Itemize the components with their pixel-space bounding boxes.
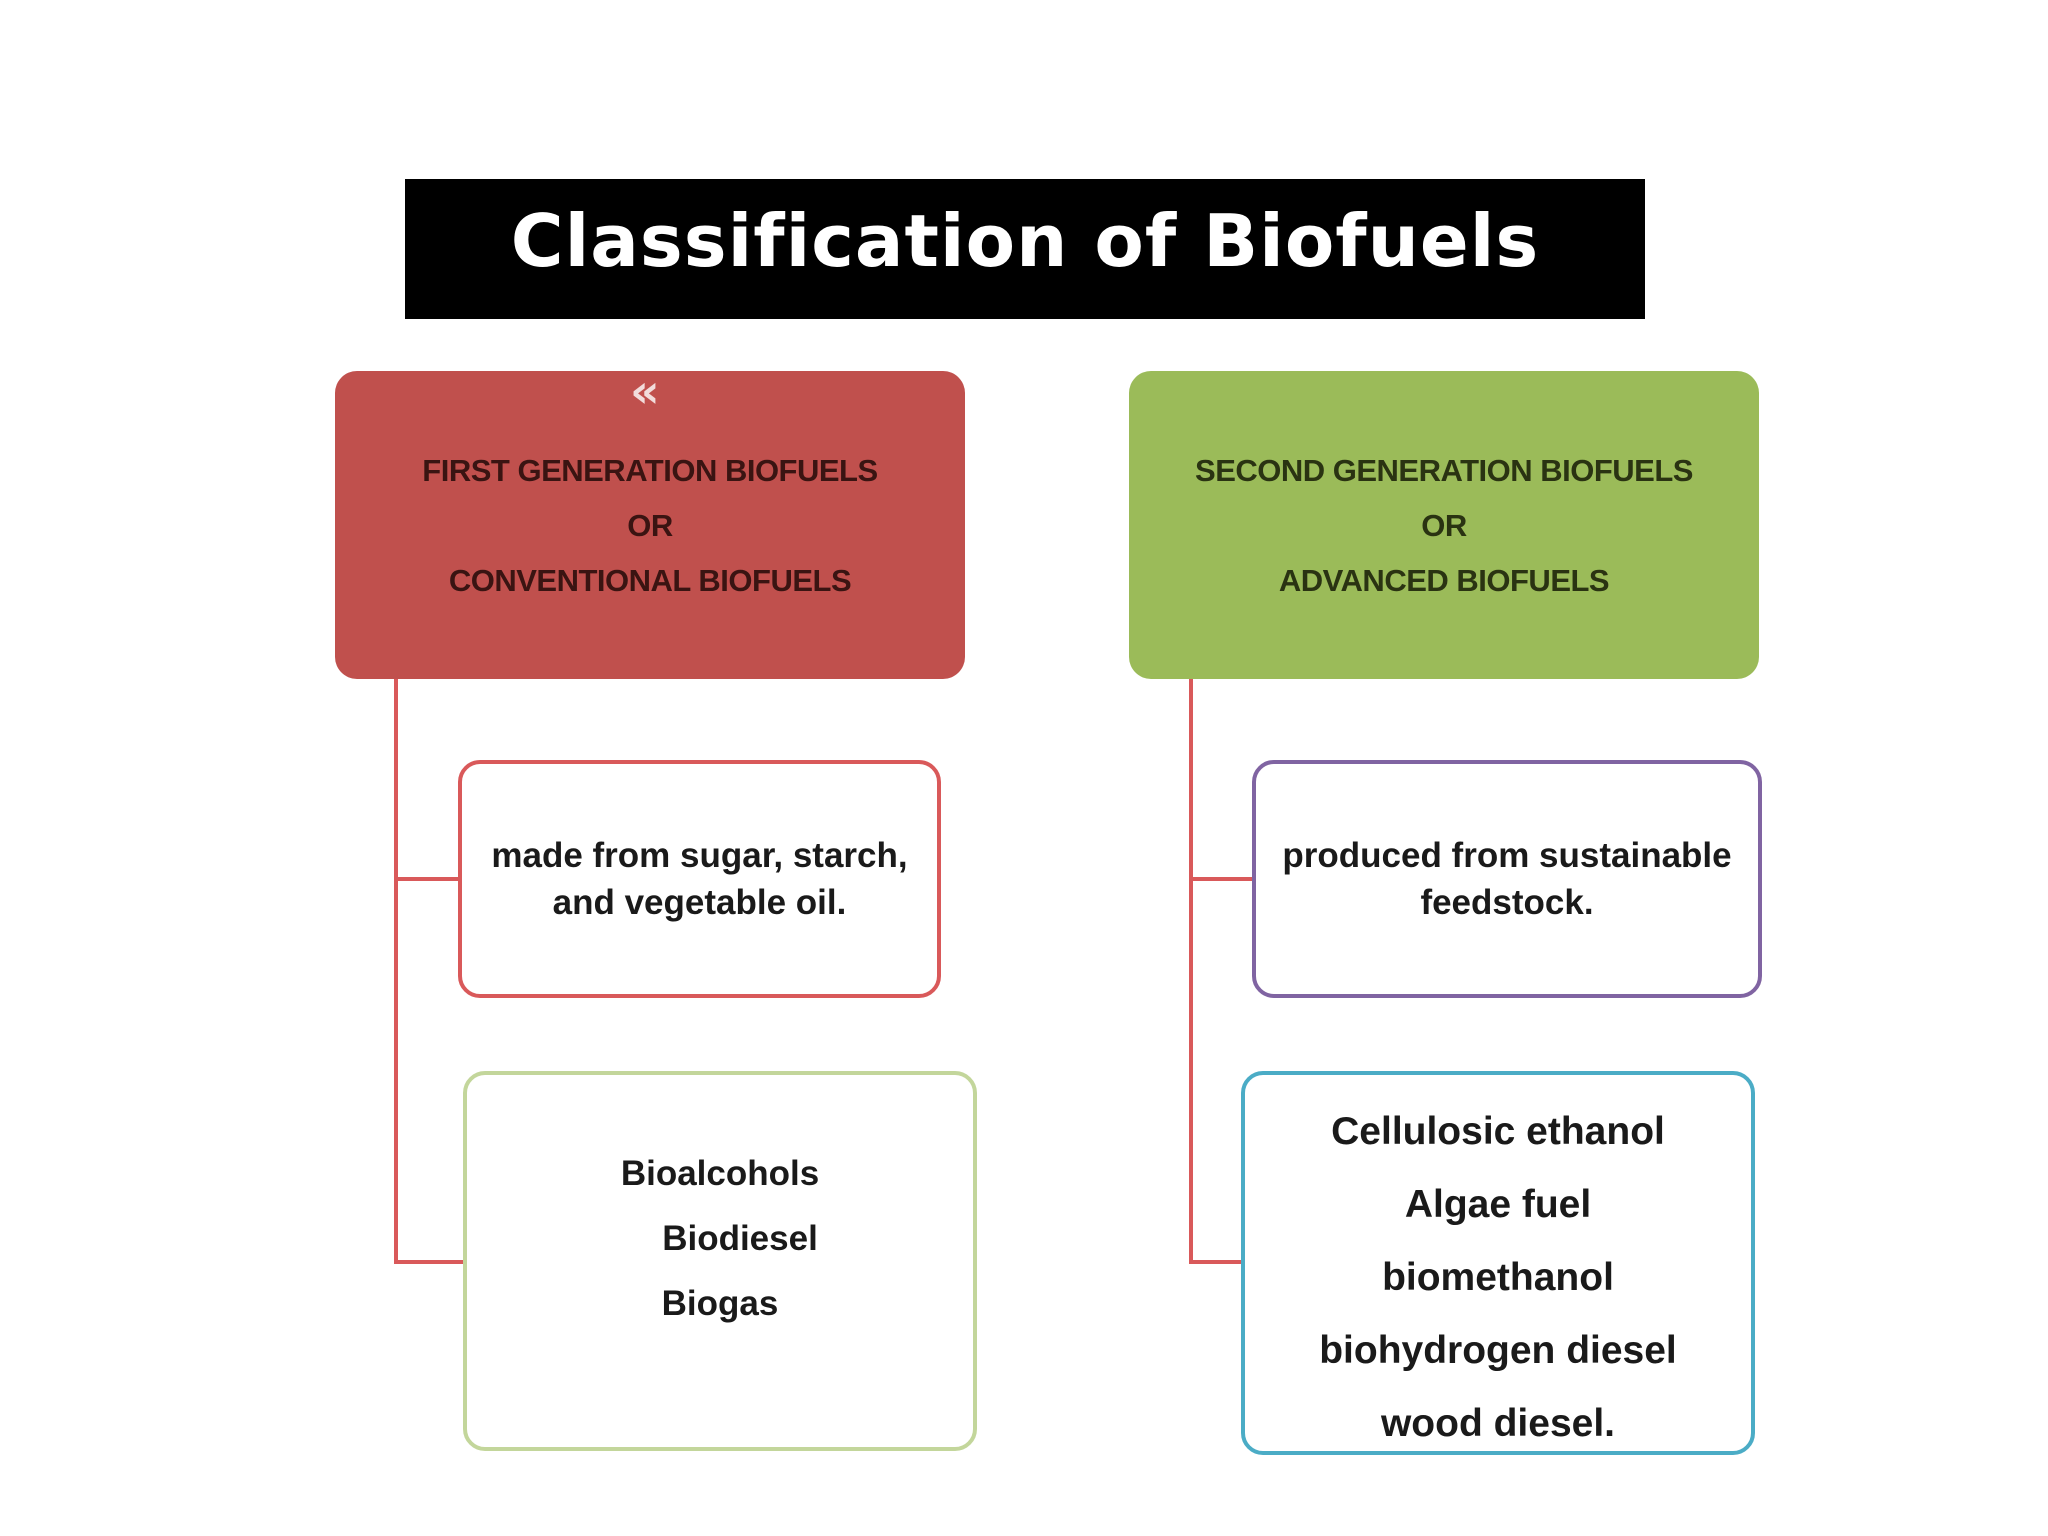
description-line: made from sugar, starch, xyxy=(491,836,908,875)
description-line: and vegetable oil. xyxy=(552,883,847,922)
first-heading-line: OR xyxy=(627,507,673,543)
first-generation-header: FIRST GENERATION BIOFUELS OR CONVENTIONA… xyxy=(335,371,965,679)
example-item: Cellulosic ethanol xyxy=(1331,1110,1665,1153)
second-generation-header: SECOND GENERATION BIOFUELS OR ADVANCED B… xyxy=(1129,371,1759,679)
example-item: Algae fuel xyxy=(1404,1183,1592,1226)
example-item: Biogas xyxy=(661,1284,779,1323)
first-heading-line: CONVENTIONAL BIOFUELS xyxy=(448,562,852,598)
second-heading-line: OR xyxy=(1421,507,1467,543)
first-heading-line: FIRST GENERATION BIOFUELS xyxy=(422,452,878,488)
second-generation-examples: Cellulosic ethanol Algae fuel biomethano… xyxy=(1241,1071,1755,1455)
second-heading-line: ADVANCED BIOFUELS xyxy=(1278,562,1610,598)
first-generation-description: made from sugar, starch, and vegetable o… xyxy=(458,760,941,998)
second-heading-line: SECOND GENERATION BIOFUELS xyxy=(1195,452,1693,488)
example-item: wood diesel. xyxy=(1380,1402,1616,1445)
example-item: biomethanol xyxy=(1382,1256,1614,1299)
description-line: produced from sustainable xyxy=(1282,836,1732,875)
double-chevron-left-icon: « xyxy=(630,364,660,418)
example-item: Biodiesel xyxy=(662,1219,818,1258)
title-bar: Classification of Biofuels xyxy=(405,179,1645,319)
diagram-title: Classification of Biofuels xyxy=(510,199,1540,283)
example-item: Bioalcohols xyxy=(620,1154,820,1193)
first-generation-examples: Bioalcohols Biodiesel Biogas xyxy=(463,1071,977,1451)
second-generation-description: produced from sustainable feedstock. xyxy=(1252,760,1762,998)
example-item: biohydrogen diesel xyxy=(1319,1329,1677,1372)
description-line: feedstock. xyxy=(1420,883,1594,922)
